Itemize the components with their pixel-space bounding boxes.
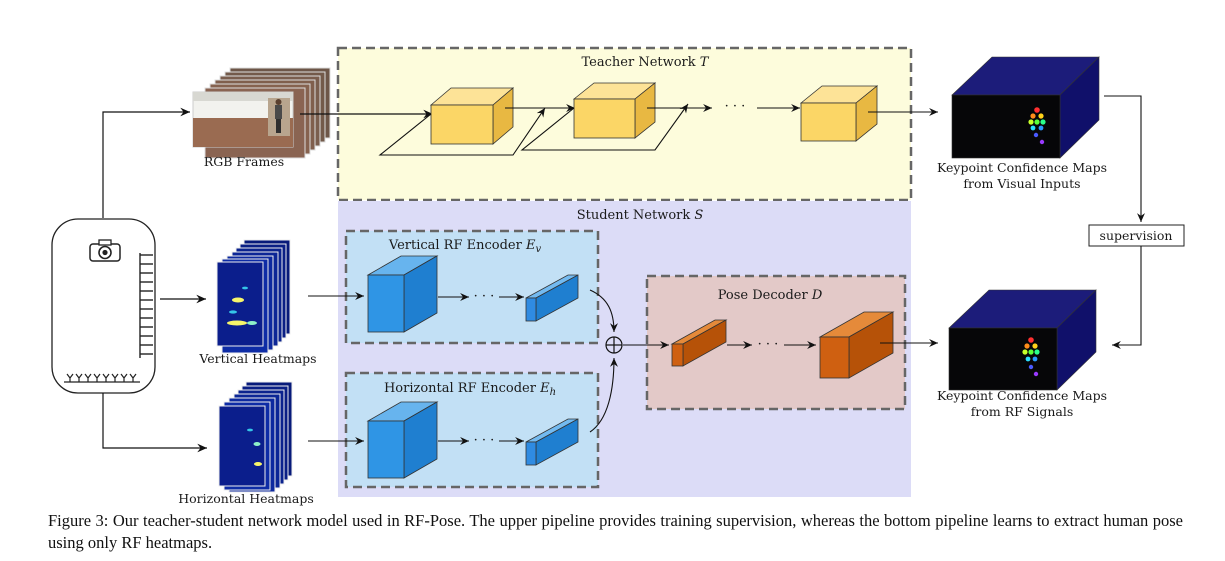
- arrow-device-to-rgb: [102, 107, 190, 218]
- decoder-block-large: [818, 311, 895, 379]
- arrow-vertical-encoder-to-sum: [589, 289, 618, 333]
- rf-device: [51, 218, 156, 394]
- teacher-conv-block-3: [799, 85, 879, 142]
- vertical-antenna-array-icon: [139, 253, 153, 358]
- rgb-frames-label: RGB Frames: [204, 154, 284, 169]
- visual-keypoint-maps: [951, 56, 1100, 159]
- figure-caption: Figure 3: Our teacher-student network mo…: [48, 511, 1183, 552]
- camera-icon: [89, 239, 121, 262]
- horizontal-antenna-array-icon: [64, 373, 140, 383]
- horizontal-heatmaps-label: Horizontal Heatmaps: [178, 491, 314, 506]
- rf-keypoint-maps: [948, 289, 1097, 391]
- teacher-conv-block-2: [572, 82, 657, 139]
- teacher-conv-block-1: [429, 87, 515, 145]
- vertical-encoder-ellipsis: · · ·: [474, 289, 495, 304]
- horizontal-encoder-block-large: [366, 401, 439, 479]
- visual-output-label-1: Keypoint Confidence Maps: [937, 160, 1107, 175]
- rf-output-label-1: Keypoint Confidence Maps: [937, 388, 1107, 403]
- horizontal-heatmaps-stack: [218, 381, 293, 493]
- horizontal-encoder-ellipsis: · · ·: [474, 433, 495, 448]
- vertical-encoder-block-small: [525, 274, 579, 322]
- arrow-horizontal-encoder-to-sum: [589, 357, 618, 433]
- combine-node: [605, 336, 623, 354]
- arrow-supervision-to-rf-output: [1112, 246, 1142, 349]
- vertical-encoder-block-large: [366, 255, 439, 333]
- vertical-encoder-title: Vertical RF Encoder Ev: [388, 238, 542, 255]
- vertical-heatmaps-stack: [216, 239, 291, 354]
- visual-output-label-2: from Visual Inputs: [963, 176, 1080, 191]
- rf-output-label-2: from RF Signals: [971, 404, 1074, 419]
- supervision-box: [1088, 224, 1185, 247]
- rgb-frame-front: [192, 91, 294, 148]
- rgb-frames-stack: [192, 67, 331, 159]
- student-title: Student Network S: [577, 208, 704, 223]
- decoder-block-small: [670, 319, 728, 367]
- supervision-label: supervision: [1100, 228, 1173, 243]
- horizontal-encoder-block-small: [525, 418, 579, 466]
- teacher-loop-2: [520, 103, 689, 151]
- teacher-title: Teacher Network T: [582, 55, 710, 70]
- arrow-visual-to-supervision: [1104, 95, 1145, 222]
- arrow-device-to-horizontal: [102, 393, 207, 453]
- horizontal-encoder-title: Horizontal RF Encoder Eh: [384, 381, 556, 398]
- teacher-ellipsis: · · ·: [725, 99, 746, 114]
- teacher-loop-1: [378, 107, 546, 156]
- pose-decoder-title: Pose Decoder D: [718, 288, 823, 303]
- decoder-ellipsis: · · ·: [758, 337, 779, 352]
- vertical-heatmaps-label: Vertical Heatmaps: [198, 351, 316, 366]
